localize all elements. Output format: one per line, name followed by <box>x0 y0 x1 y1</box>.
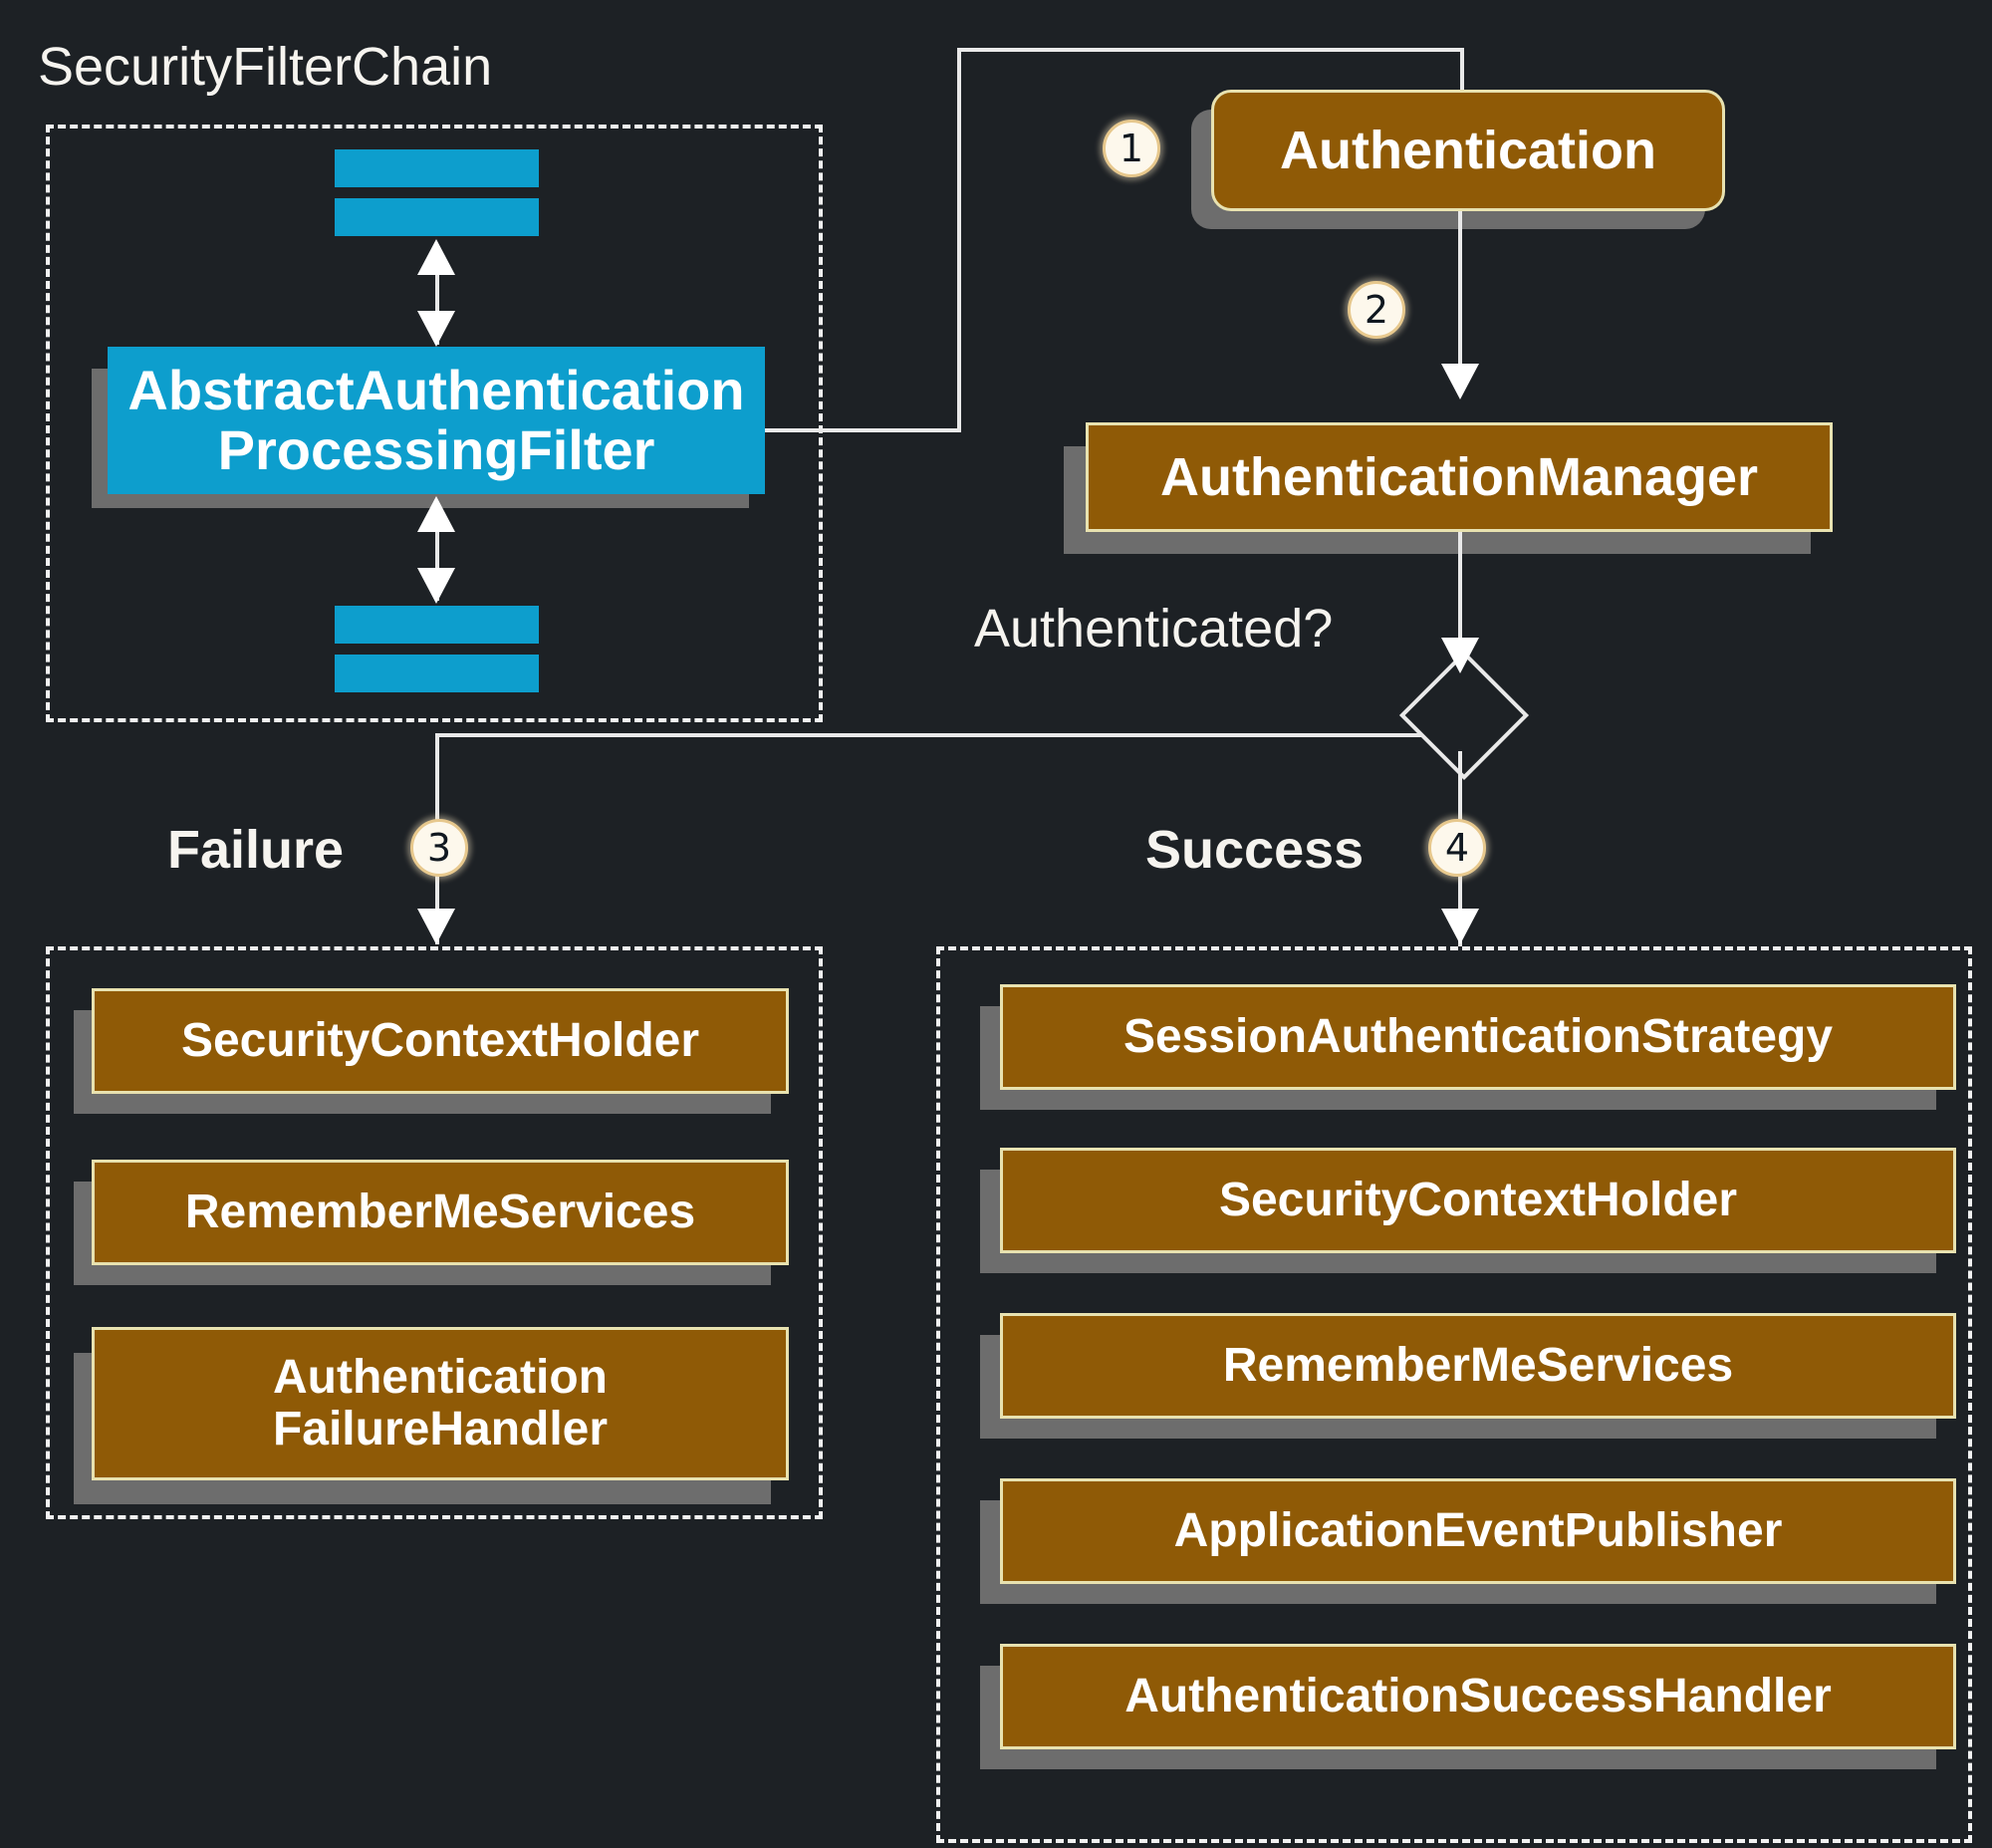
step-badge-3: 3 <box>410 819 468 877</box>
success-item-remember-me-services[interactable]: RememberMeServices <box>1000 1313 1956 1419</box>
arrow-down-to-success-group <box>1441 909 1479 944</box>
authentication-label: Authentication <box>1280 120 1656 180</box>
connector-filter-to-auth-h2 <box>957 48 1464 52</box>
success-group <box>936 946 1972 1843</box>
success-item-0-label: SessionAuthenticationStrategy <box>1122 1010 1834 1064</box>
authentication-node[interactable]: Authentication <box>1211 90 1725 211</box>
success-item-application-event-publisher[interactable]: ApplicationEventPublisher <box>1000 1478 1956 1584</box>
arrow-down-to-main-filter <box>417 311 455 347</box>
success-branch-label: Success <box>1145 820 1365 880</box>
security-filter-chain-group <box>46 125 823 722</box>
arrow-up-to-upper-filters <box>417 239 455 275</box>
filter-bar-3-icon <box>335 606 539 644</box>
filter-bar-1-icon <box>335 149 539 187</box>
success-item-1-label: SecurityContextHolder <box>1218 1174 1738 1227</box>
success-item-2-label: RememberMeServices <box>1222 1339 1734 1393</box>
filter-bar-4-icon <box>335 655 539 692</box>
authentication-manager-node[interactable]: AuthenticationManager <box>1086 422 1833 532</box>
connector-filter-to-auth-v2 <box>1460 48 1464 106</box>
arrow-down-to-failure-group <box>417 909 455 944</box>
arrow-down-to-authentication-manager <box>1441 364 1479 399</box>
success-item-3-label: ApplicationEventPublisher <box>1173 1504 1783 1558</box>
authentication-manager-label: AuthenticationManager <box>1159 446 1759 507</box>
step-badge-4: 4 <box>1428 819 1486 877</box>
authenticated-question-label: Authenticated? <box>974 599 1334 659</box>
arrow-down-to-diamond <box>1441 638 1479 673</box>
success-item-authentication-success-handler[interactable]: AuthenticationSuccessHandler <box>1000 1644 1956 1749</box>
step-badge-1: 1 <box>1103 120 1160 177</box>
failure-group <box>46 946 823 1519</box>
abstract-authentication-processing-filter-label: AbstractAuthentication ProcessingFilter <box>127 358 745 481</box>
security-filter-chain-title: SecurityFilterChain <box>38 37 493 97</box>
connector-filter-to-auth-h1 <box>765 428 961 432</box>
connector-upperfilters-to-mainfilter <box>435 247 439 345</box>
connector-manager-to-diamond <box>1458 532 1462 652</box>
connector-mainfilter-to-lowerfilters <box>435 503 439 601</box>
failure-item-security-context-holder[interactable]: SecurityContextHolder <box>92 988 789 1094</box>
arrow-up-to-main-filter <box>417 496 455 532</box>
connector-filter-to-auth-v <box>957 48 961 432</box>
failure-item-2-label: Authentication FailureHandler <box>272 1351 609 1455</box>
failure-item-remember-me-services[interactable]: RememberMeServices <box>92 1160 789 1265</box>
abstract-authentication-processing-filter-node[interactable]: AbstractAuthentication ProcessingFilter <box>108 347 765 494</box>
connector-auth-to-manager <box>1458 211 1462 377</box>
success-item-session-authentication-strategy[interactable]: SessionAuthenticationStrategy <box>1000 984 1956 1090</box>
filter-bar-2-icon <box>335 198 539 236</box>
failure-item-1-label: RememberMeServices <box>184 1186 696 1239</box>
failure-item-authentication-failure-handler[interactable]: Authentication FailureHandler <box>92 1327 789 1480</box>
failure-item-0-label: SecurityContextHolder <box>180 1014 700 1068</box>
step-badge-2: 2 <box>1348 281 1405 339</box>
arrow-down-to-lower-filters <box>417 568 455 604</box>
success-item-4-label: AuthenticationSuccessHandler <box>1124 1670 1832 1723</box>
connector-diamond-to-failure-h <box>435 733 1421 737</box>
failure-branch-label: Failure <box>167 820 345 880</box>
success-item-security-context-holder[interactable]: SecurityContextHolder <box>1000 1148 1956 1253</box>
